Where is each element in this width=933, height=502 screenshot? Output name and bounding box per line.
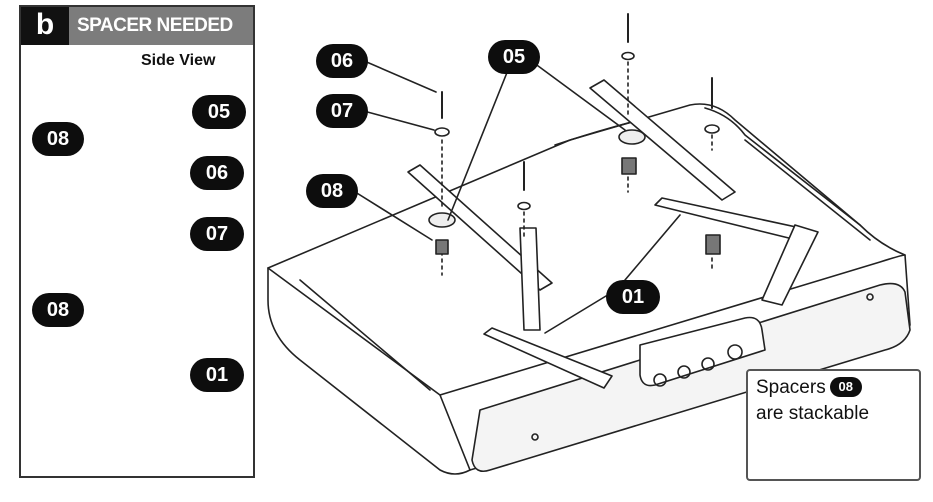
inset-spacers-label: Spacers [756,377,826,398]
callout-main-01: 01 [606,280,660,314]
callout-main-07: 07 [316,94,368,128]
callout-side-07: 07 [190,217,244,251]
callout-main-06: 06 [316,44,368,78]
step-letter: b [21,7,69,45]
callout-main-08: 08 [306,174,358,208]
panel-title: SPACER NEEDED [77,15,233,36]
side-view-panel: b SPACER NEEDED Side View [19,5,255,478]
inset-callout-08: 08 [829,377,862,397]
callout-side-08-bottom: 08 [32,293,84,327]
callout-side-01: 01 [190,358,244,392]
panel-header: b SPACER NEEDED [21,7,253,45]
callout-side-06: 06 [190,156,244,190]
callout-side-08-top: 08 [32,122,84,156]
callout-side-05: 05 [192,95,246,129]
inset-text-line2: are stackable [756,403,870,424]
side-view-label: Side View [141,52,216,69]
callout-main-05: 05 [488,40,540,74]
